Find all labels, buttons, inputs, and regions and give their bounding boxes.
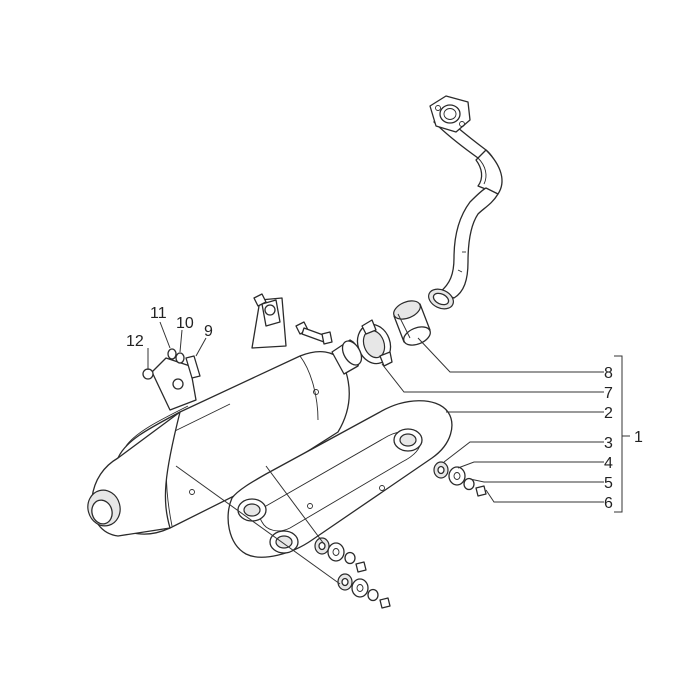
exhaust-header-pipe: [433, 111, 503, 299]
callout-6: 6: [604, 495, 613, 512]
callout-2: 2: [604, 405, 613, 422]
hardware-set-upper: [433, 461, 487, 497]
callout-10: 10: [176, 315, 194, 332]
callout-12: 12: [126, 333, 144, 350]
header-outlet-ring: [428, 288, 454, 310]
callout-11: 11: [150, 305, 167, 322]
muffler-inlet-pipe: [331, 339, 363, 375]
washer-part-5: [463, 477, 475, 491]
heat-shield-part-2: [227, 400, 453, 558]
callout-8: 8: [604, 365, 613, 382]
washer-part-11: [167, 348, 177, 360]
callout-9: 9: [204, 323, 213, 340]
washer-part-4: [448, 466, 466, 486]
hardware-set-lower-2: [337, 573, 391, 609]
bolt-part-9: [185, 355, 201, 379]
sleeve-gasket-part-8: [393, 300, 431, 346]
callout-5: 5: [604, 475, 613, 492]
leader-lines: [147, 321, 630, 585]
callout-labels: 1 2 3 4 5 6 7 8 9 10 11 12: [126, 305, 643, 512]
exhaust-flange: [429, 95, 471, 133]
spacer-part-10: [175, 352, 185, 364]
hardware-set-lower-1: [314, 537, 367, 573]
bracket-bolts: [142, 293, 333, 380]
nut-part-12: [142, 368, 154, 380]
clamp-part-7: [356, 319, 393, 367]
callout-7: 7: [604, 385, 613, 402]
callout-3: 3: [604, 435, 613, 452]
muffler-mounting-bracket: [151, 297, 287, 411]
screw-part-6: [475, 485, 487, 497]
callout-4: 4: [604, 455, 613, 472]
muffler-end-cap: [87, 411, 181, 537]
callout-1: 1: [634, 429, 643, 446]
